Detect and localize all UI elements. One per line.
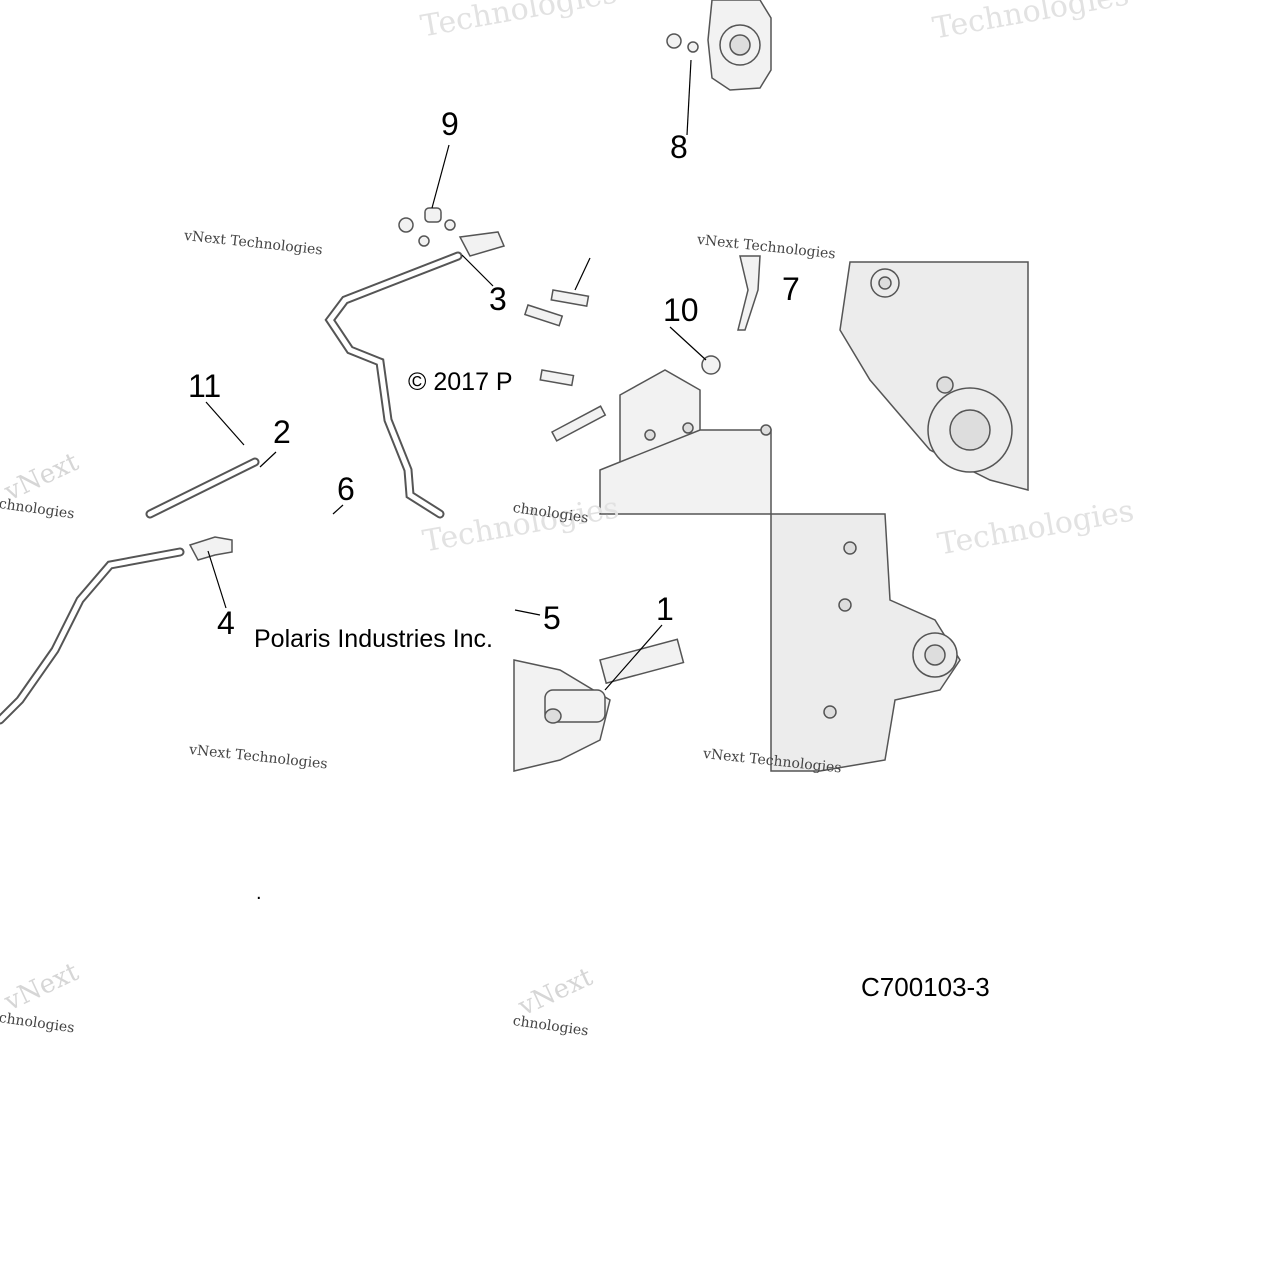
callout-9: 9 xyxy=(441,106,459,142)
callout-7: 7 xyxy=(782,271,800,307)
callout-4: 4 xyxy=(217,605,235,641)
callout-2: 2 xyxy=(273,414,291,450)
watermark-text: chnologies xyxy=(511,1013,590,1040)
callout-6: 6 xyxy=(337,471,355,507)
engine-mount-drawing xyxy=(666,0,772,91)
watermark-text: vNext Technologies xyxy=(702,746,843,777)
callout-3: 3 xyxy=(489,281,507,317)
output-shaft-drawing xyxy=(513,638,685,772)
watermark-text: vNext xyxy=(0,957,84,1018)
watermark-text: vNext Technologies xyxy=(696,232,837,263)
fitting-drawing xyxy=(188,536,233,561)
watermark-text: vNext Technologies xyxy=(188,742,329,773)
copyright-fragment: Polaris Industries Inc. xyxy=(254,625,493,653)
watermark-text: vNext Technologies xyxy=(183,228,324,259)
hardware-drawing xyxy=(398,207,506,257)
stray-dot: . xyxy=(256,882,262,904)
copyright-fragment: © 2017 P xyxy=(408,368,513,396)
diagram-code: C700103-3 xyxy=(861,972,990,1002)
callout-1: 1 xyxy=(656,591,674,627)
watermark-text: chnologies xyxy=(0,496,76,523)
callout-8: 8 xyxy=(670,129,688,165)
transmission-drawing xyxy=(599,369,772,515)
bolts-drawing xyxy=(523,255,761,442)
callout-10: 10 xyxy=(663,292,699,328)
watermark-text: Technologies xyxy=(930,0,1132,47)
watermark-text: chnologies xyxy=(0,1010,76,1037)
callout-5: 5 xyxy=(543,600,561,636)
watermark-text: Technologies xyxy=(935,493,1137,563)
watermark-text: vNext xyxy=(514,962,598,1023)
callout-11: 11 xyxy=(188,368,222,404)
watermark-text: Technologies xyxy=(418,0,620,45)
engine-assembly-drawing xyxy=(839,261,1029,491)
